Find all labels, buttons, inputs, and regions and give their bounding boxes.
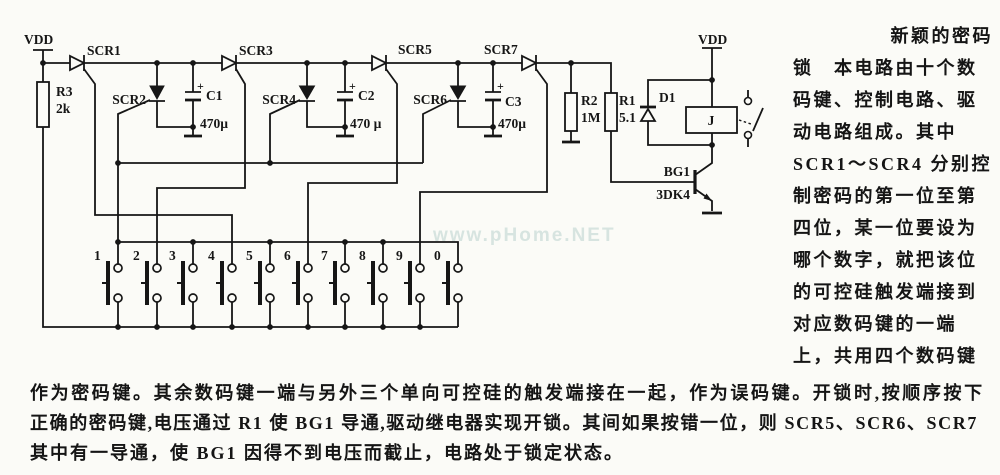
capacitor-wires [185,63,501,135]
resistor-symbols [36,81,738,134]
gate-routing-wires [83,68,548,264]
key-label-8: 8 [359,248,366,263]
bottom-contact [265,293,275,303]
keypad: 1 2 3 4 5 6 7 8 9 0 [94,242,463,327]
r3-value: 2k [56,101,71,116]
scr4-label: SCR4 [262,92,296,107]
key-button-3: 3 [169,248,198,327]
r1-label: R1 [619,93,636,108]
scr7-symbol [521,54,539,72]
key-label-4: 4 [208,248,215,263]
bg1-symbol [693,170,712,201]
capacitor-bottom-plates [184,98,502,138]
key-label-3: 3 [169,248,176,263]
scr7-label: SCR7 [484,42,518,57]
c3-plus: + [497,79,504,93]
key-button-9: 9 [396,248,425,327]
bottom-contact [415,293,425,303]
r2-label: R2 [581,93,598,108]
key-label-9: 9 [396,248,403,263]
key-label-5: 5 [246,248,253,263]
article-title: 新颖的密码 [890,26,993,46]
scr5-symbol [371,54,389,72]
shunt-scr-wires [117,63,493,264]
description-right-column: 新颖的密码 锁 本电路由十个数 码键、控制电路、驱 动电路组成。其中 SCR1～… [793,20,993,372]
key-button-8: 8 [359,248,388,327]
wires [33,47,764,328]
key-button-6: 6 [284,248,313,327]
bottom-contact [188,293,198,303]
key-label-7: 7 [321,248,328,263]
scr3-symbol [221,54,239,72]
top-contact [113,263,123,273]
scr1-label: SCR1 [87,43,121,58]
bottom-contact [453,293,463,303]
key-label-0: 0 [434,248,441,263]
key-label-6: 6 [284,248,291,263]
c3-value: 470µ [498,116,526,131]
bottom-contact [113,293,123,303]
top-contact [152,263,162,273]
vdd-left-label: VDD [24,32,53,47]
scr6-label: SCR6 [413,92,447,107]
key-label-2: 2 [133,248,140,263]
key-button-4: 4 [208,248,237,327]
watermark: www.pHome.NET [432,225,616,246]
scr6-symbol [449,85,467,101]
key-button-7: 7 [321,248,350,327]
top-contact [303,263,313,273]
description-bottom: 作为密码键。其余数码键一端与另外三个单向可控硅的触发端接在一起，作为误码键。开锁… [30,383,985,463]
key-button-1: 1 [94,248,123,327]
relay-contacts [743,96,753,140]
c2-value: 470 µ [350,116,382,131]
bg1-label: BG1 [664,164,691,179]
shunt-scr-symbols [149,85,467,101]
r3-symbol [36,81,50,128]
top-rail [33,49,612,328]
r3-label: R3 [56,84,73,99]
r1-value: 5.1 [619,110,636,125]
relay-coil-symbol [685,106,738,134]
key-button-0: 0 [434,248,463,327]
bottom-contact [303,293,313,303]
top-contact [265,263,275,273]
scr5-label: SCR5 [398,42,432,57]
top-contact [340,263,350,273]
top-contact [378,263,388,273]
d1-label: D1 [659,90,676,105]
scr1-symbol [69,54,87,72]
c2-plus: + [349,79,356,93]
scr4-symbol [298,85,316,101]
emitter-arrow [703,193,712,201]
resistor-wires [570,63,695,183]
r2-symbol [564,92,578,132]
bottom-contact [378,293,388,303]
top-contact [415,263,425,273]
scr3-label: SCR3 [239,43,273,58]
d1-symbol [639,107,657,122]
c2-label: C2 [358,88,375,103]
vdd-right-label: VDD [698,32,727,47]
top-contact [227,263,237,273]
bottom-contact [152,293,162,303]
c1-plus: + [197,79,204,93]
relay-link-dotted [738,119,752,125]
c1-value: 470µ [200,116,228,131]
top-contact [453,263,463,273]
key-button-2: 2 [133,248,162,327]
key-label-1: 1 [94,248,101,263]
scr2-symbol [149,85,165,101]
c3-label: C3 [505,94,522,109]
bottom-contact [340,293,350,303]
r2-value: 1M [581,110,601,125]
scr2-label: SCR2 [112,92,146,107]
c1-label: C1 [206,88,223,103]
bg1-model: 3DK4 [656,187,690,202]
relay-label: J [708,113,715,128]
bottom-contact [227,293,237,303]
series-scr-symbols [69,54,539,72]
r1-symbol [604,92,618,132]
top-contact [188,263,198,273]
